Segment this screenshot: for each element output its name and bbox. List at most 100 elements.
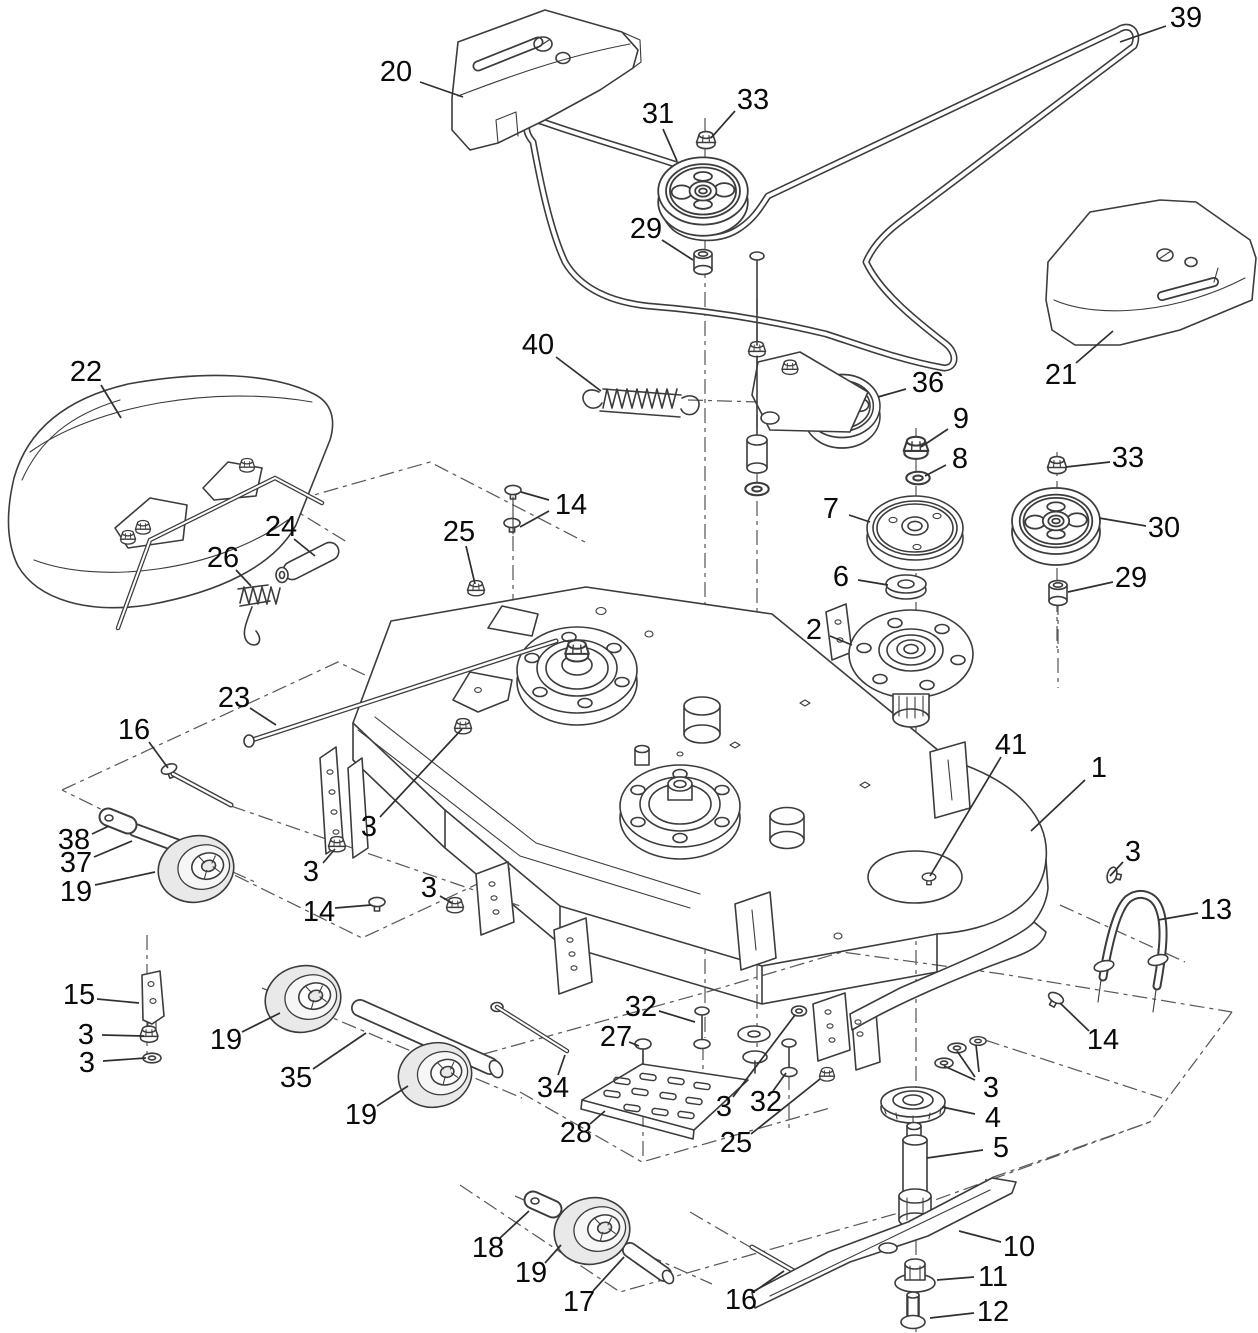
nut-3-left-upper [139, 1025, 159, 1043]
part-number-label: 19 [210, 1024, 242, 1056]
leader-line [419, 81, 464, 98]
callout-5: 5 [926, 1132, 1009, 1164]
leader-line [658, 1010, 696, 1023]
part-number-label: 11 [978, 1261, 1008, 1293]
leader-line [772, 1072, 787, 1092]
leader-line [557, 1054, 566, 1076]
leader-line [519, 510, 550, 528]
callout-13: 13 [1157, 894, 1232, 926]
blade-10 [751, 1177, 1017, 1309]
leader-line [379, 728, 463, 818]
callout-20: 20 [380, 56, 464, 98]
leader-line [926, 1149, 984, 1159]
leader-line [96, 998, 140, 1004]
callout-35: 35 [280, 1032, 367, 1094]
part-number-label: 13 [1200, 894, 1232, 926]
nut-33-right [1046, 455, 1068, 475]
callout-17: 17 [563, 1256, 625, 1318]
washer-8 [905, 470, 931, 486]
callout-40: 40 [522, 329, 602, 392]
callout-41: 41 [929, 729, 1027, 877]
leader-line [100, 384, 122, 419]
callout-29: 29 [630, 213, 694, 261]
callout-14: 14 [519, 489, 587, 528]
leader-line [592, 1256, 625, 1292]
callout-14: 14 [1059, 1002, 1119, 1056]
callout-16: 16 [725, 1270, 785, 1316]
chute-hinge-brackets [114, 457, 325, 631]
callout-1: 1 [1030, 752, 1107, 832]
part-number-label: 2 [806, 614, 822, 646]
part-number-label: 40 [522, 329, 554, 361]
leader-line [465, 545, 476, 585]
leader-line [857, 579, 889, 586]
leader-line [589, 1110, 606, 1125]
part-number-label: 24 [265, 511, 297, 543]
part-number-label: 17 [563, 1286, 595, 1318]
leader-line [439, 895, 453, 904]
part-number-label: 3 [303, 856, 319, 888]
front-support-arm [849, 921, 1047, 1031]
callout-19: 19 [345, 1085, 409, 1131]
callout-12: 12 [929, 1296, 1009, 1328]
leader-line [334, 904, 372, 909]
leader-line [710, 110, 736, 139]
callout-3: 3 [303, 848, 336, 888]
callout-8: 8 [924, 443, 968, 477]
part-number-label: 32 [625, 991, 657, 1023]
leader-line [312, 1032, 367, 1070]
leader-line [499, 1210, 530, 1239]
leader-line [920, 428, 949, 448]
clutch-pulley [657, 156, 749, 237]
part-number-label: 5 [993, 1132, 1009, 1164]
callout-3: 3 [421, 872, 453, 904]
leader-line [732, 1014, 796, 1098]
callout-9: 9 [920, 403, 969, 448]
leader-line [249, 707, 277, 726]
callout-29: 29 [1067, 562, 1147, 594]
callout-39: 39 [1119, 2, 1202, 43]
leader-line [544, 1244, 562, 1264]
leader-line [1098, 517, 1147, 527]
leader-line [241, 1012, 281, 1033]
spacer-6 [885, 574, 927, 600]
leader-line [750, 1078, 821, 1135]
part-number-label: 3 [983, 1072, 999, 1104]
leader-line [376, 1085, 409, 1107]
callout-27: 27 [600, 1021, 640, 1053]
part-number-label: 4 [985, 1102, 1001, 1134]
blade-nut-11 [894, 1258, 936, 1293]
part-number-label: 7 [823, 493, 839, 525]
leader-line [943, 1065, 976, 1081]
callout-31: 31 [642, 98, 678, 162]
leader-line [1065, 461, 1111, 468]
bolt-32-right [780, 1038, 798, 1078]
part-number-label: 8 [952, 443, 968, 475]
part-number-label: 38 [58, 824, 90, 856]
callout-4: 4 [941, 1102, 1001, 1134]
leader-line [924, 464, 947, 477]
callout-6: 6 [833, 561, 889, 593]
callout-2: 2 [806, 614, 853, 646]
part-number-label: 1 [1091, 752, 1107, 784]
leader-line [1030, 779, 1086, 832]
leader-line [1109, 861, 1124, 877]
callout-7: 7 [823, 493, 871, 525]
leader-line [235, 569, 252, 587]
leader-line [1119, 25, 1167, 43]
deck-bosses [634, 696, 805, 850]
part-number-label: 25 [720, 1127, 752, 1159]
callout-21: 21 [1045, 330, 1114, 391]
part-number-label: 14 [555, 489, 587, 521]
callout-3: 3 [361, 728, 463, 843]
part-number-label: 20 [380, 56, 412, 88]
part-number-label: 27 [600, 1021, 632, 1053]
leader-line [975, 1044, 980, 1073]
leader-line [1075, 330, 1114, 364]
callout-3: 3 [716, 1014, 796, 1123]
roller-wheel-left [257, 956, 349, 1042]
callout-14: 14 [303, 896, 372, 928]
tread-plate [580, 1063, 749, 1140]
